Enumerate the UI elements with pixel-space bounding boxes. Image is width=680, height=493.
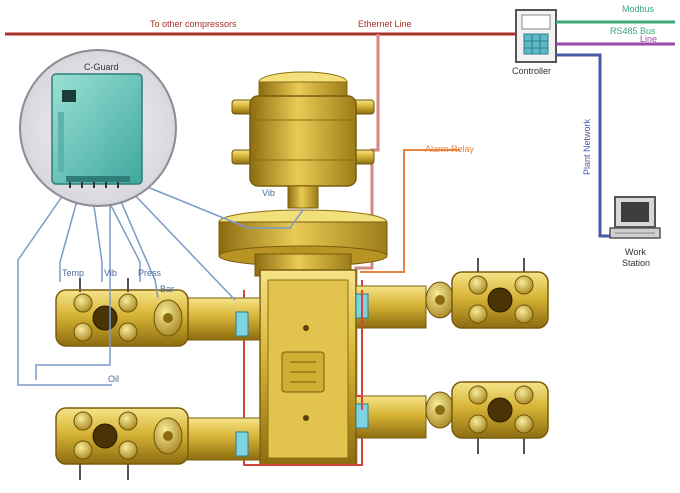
line-3-label: Line <box>640 34 657 44</box>
workstation-label-1: Work <box>625 247 646 257</box>
sensor-label-2: Vib <box>104 268 117 278</box>
rs485-label: RS485 Bus <box>610 26 656 36</box>
ethernet-label: Ethernet Line <box>358 19 412 29</box>
sensor-label-6: Vib <box>262 188 275 198</box>
right-upper-cylinder <box>355 258 549 329</box>
sensor-wiring <box>17 183 304 386</box>
controller-label: Controller <box>512 66 551 76</box>
workstation-label-2: Station <box>622 258 650 268</box>
sensor-label-1: Temp <box>62 268 84 278</box>
device-magnifier <box>19 49 177 207</box>
sensor-label-5: Oil <box>108 374 119 384</box>
device-label: C-Guard <box>84 62 119 72</box>
workstation <box>609 196 661 239</box>
controller <box>515 9 557 63</box>
plant-network-line <box>556 53 612 238</box>
right-lower-cylinder <box>355 381 549 454</box>
crankcase <box>254 253 357 466</box>
alarm-relay-label: Alarm Relay <box>425 144 475 154</box>
alarm-relay-line <box>360 149 460 273</box>
right-wiring <box>356 290 363 410</box>
plant-network-label: Plant Network <box>582 118 592 175</box>
motor <box>218 71 388 267</box>
compressors-line-label: To other compressors <box>150 19 237 29</box>
sensor-label-3: Press <box>138 268 162 278</box>
modbus-label: Modbus <box>622 4 655 14</box>
sensor-label-4: Bar <box>160 284 174 294</box>
left-upper-cylinder <box>55 278 261 347</box>
left-lower-cylinder <box>55 407 261 480</box>
